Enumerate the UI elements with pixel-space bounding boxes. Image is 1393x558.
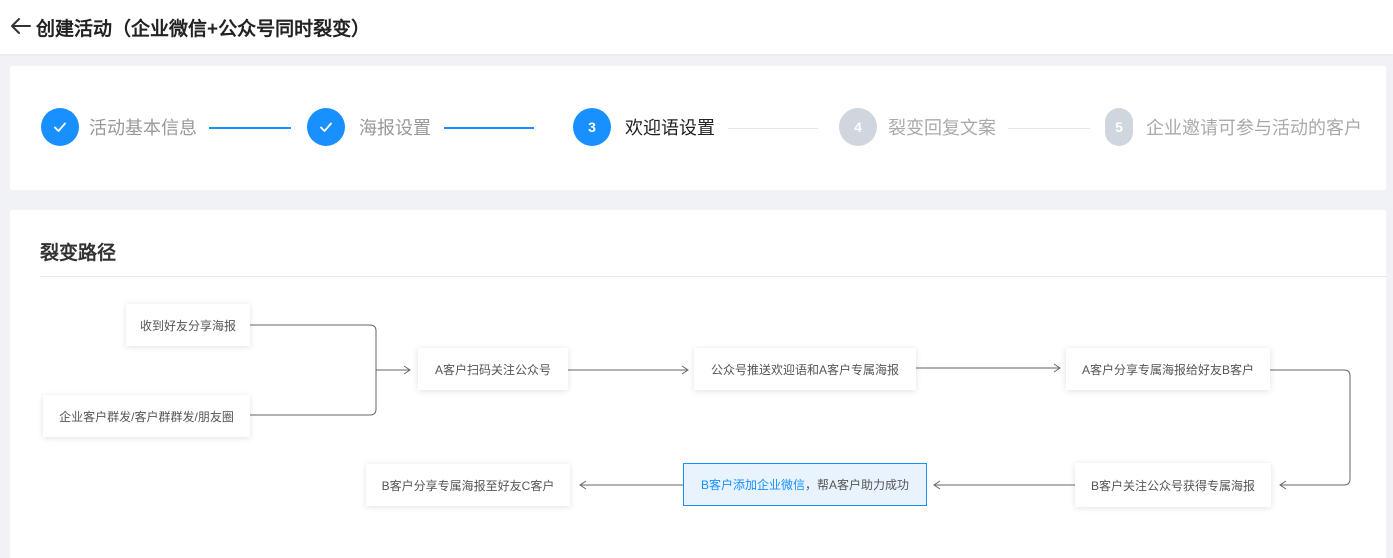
flow-node-b-share: B客户分享专属海报至好友C客户: [366, 464, 570, 506]
flow-node-a-share: A客户分享专属海报给好友B客户: [1066, 348, 1270, 390]
step-connector: [209, 127, 291, 129]
step-connector: [444, 127, 534, 129]
flow-node-receive-poster: 收到好友分享海报: [126, 304, 250, 346]
step-5-number: 5: [1105, 108, 1133, 146]
step-1-label: 活动基本信息: [89, 118, 197, 138]
flow-node-push-welcome: 公众号推送欢迎语和A客户专属海报: [694, 348, 916, 390]
step-1-check-icon: [41, 108, 79, 146]
step-connector: [728, 128, 818, 129]
step-4-label: 裂变回复文案: [888, 118, 996, 138]
step-5-label: 企业邀请可参与活动的客户: [1146, 118, 1362, 138]
divider: [40, 276, 1386, 277]
steps-bar: 活动基本信息 海报设置 3 欢迎语设置 4 裂变回复文案 5 企业邀请可参与活动…: [10, 66, 1386, 190]
section-title: 裂变路径: [40, 243, 117, 264]
step-2-check-icon: [307, 108, 345, 146]
flow-node-a-scan: A客户扫码关注公众号: [418, 348, 568, 390]
step-connector: [1008, 128, 1090, 129]
step-4-number: 4: [839, 108, 877, 146]
flow-node-group-send: 企业客户群发/客户群群发/朋友圈: [43, 395, 250, 437]
b-add-highlight-text: B客户添加企业微信: [700, 478, 805, 492]
page-header: 创建活动（企业微信+公众号同时裂变）: [0, 0, 1393, 54]
step-3-label: 欢迎语设置: [625, 118, 715, 138]
page-title: 创建活动（企业微信+公众号同时裂变）: [36, 19, 371, 40]
step-2-label: 海报设置: [359, 118, 431, 138]
step-3-number: 3: [573, 108, 611, 146]
flow-node-b-add-wechat: B客户添加企业微信，帮A客户助力成功: [683, 463, 927, 506]
flow-node-b-follow: B客户关注公众号获得专属海报: [1075, 463, 1271, 507]
b-add-rest-text: ，帮A客户助力成功: [805, 478, 910, 492]
back-arrow-icon[interactable]: [10, 16, 32, 36]
